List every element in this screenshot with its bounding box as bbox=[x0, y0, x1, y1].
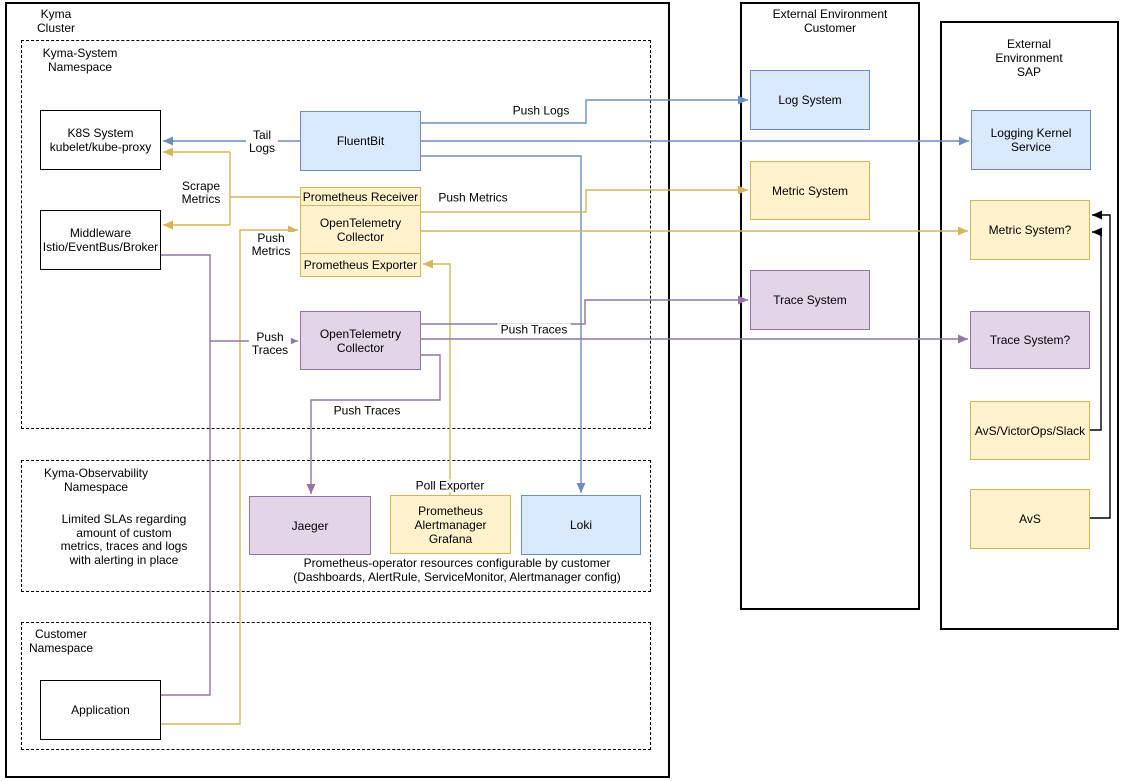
node-trace-system-sap: Trace System? bbox=[970, 311, 1090, 369]
node-avs-victorops-slack: AvS/VictorOps/Slack bbox=[970, 401, 1090, 460]
edge-label-scrape-metrics: Scrape Metrics bbox=[178, 180, 224, 206]
node-loki: Loki bbox=[521, 495, 641, 555]
kyma-cluster-box bbox=[5, 2, 670, 778]
node-avs-victorops-slack-label: AvS/VictorOps/Slack bbox=[974, 423, 1086, 438]
customer-namespace-label: Customer Namespace bbox=[28, 627, 94, 655]
edge-label-push-traces-out: Push Traces bbox=[497, 323, 571, 337]
external-environment-sap-label: External Environment SAP bbox=[995, 37, 1063, 79]
node-prometheus-receiver: Prometheus Receiver bbox=[301, 188, 420, 206]
edge-label-push-metrics-out: Push Metrics bbox=[435, 191, 511, 205]
edge-label-push-metrics-app: Push Metrics bbox=[248, 232, 294, 258]
node-otel-collector-traces-label: OpenTelemetry Collector bbox=[319, 326, 402, 355]
node-metric-system-label: Metric System bbox=[771, 183, 848, 198]
edge-label-push-logs: Push Logs bbox=[509, 104, 573, 118]
node-prometheus-receiver-label: Prometheus Receiver bbox=[302, 189, 419, 204]
node-jaeger-label: Jaeger bbox=[291, 518, 329, 533]
kyma-system-namespace-label: Kyma-System Namespace bbox=[42, 46, 118, 74]
node-prometheus-alertmanager-grafana-label: Prometheus Alertmanager Grafana bbox=[414, 503, 487, 546]
node-otel-collector-metrics-body: OpenTelemetry Collector bbox=[301, 206, 420, 254]
node-otel-collector-metrics-label: OpenTelemetry Collector bbox=[319, 215, 402, 244]
node-metric-system: Metric System bbox=[750, 161, 870, 220]
node-fluentbit-label: FluentBit bbox=[336, 134, 385, 148]
node-prometheus-exporter-label: Prometheus Exporter bbox=[303, 258, 418, 272]
external-environment-sap-box bbox=[940, 21, 1119, 630]
node-logging-kernel-service-label: Logging Kernel Service bbox=[990, 126, 1072, 154]
node-prometheus-alertmanager-grafana: Prometheus Alertmanager Grafana bbox=[390, 495, 511, 554]
kyma-observability-namespace-label: Kyma-Observability Namespace bbox=[43, 466, 149, 494]
node-trace-system-sap-label: Trace System? bbox=[989, 333, 1071, 347]
node-k8s-system: K8S System kubelet/kube-proxy bbox=[40, 110, 161, 170]
node-metric-system-sap-label: Metric System? bbox=[988, 223, 1072, 237]
node-jaeger: Jaeger bbox=[249, 496, 371, 555]
node-avs: AvS bbox=[970, 489, 1090, 549]
customer-namespace-box bbox=[21, 622, 651, 750]
node-log-system-label: Log System bbox=[778, 93, 842, 107]
prometheus-operator-note: Prometheus-operator resources configurab… bbox=[293, 556, 621, 584]
node-logging-kernel-service: Logging Kernel Service bbox=[971, 110, 1091, 170]
node-log-system: Log System bbox=[750, 70, 870, 130]
edge-label-poll-exporter: Poll Exporter bbox=[412, 479, 488, 493]
node-fluentbit: FluentBit bbox=[300, 111, 421, 171]
node-middleware: Middleware Istio/EventBus/Broker bbox=[40, 210, 161, 270]
kyma-cluster-label: Kyma Cluster bbox=[36, 7, 76, 35]
node-trace-system: Trace System bbox=[750, 270, 870, 330]
external-environment-customer-label: External Environment Customer bbox=[772, 7, 888, 35]
node-application-label: Application bbox=[71, 703, 130, 717]
node-application: Application bbox=[40, 680, 161, 740]
node-avs-label: AvS bbox=[1019, 512, 1041, 526]
node-loki-label: Loki bbox=[569, 518, 592, 532]
node-metric-system-sap: Metric System? bbox=[970, 200, 1090, 260]
node-otel-collector-metrics: Prometheus Receiver OpenTelemetry Collec… bbox=[300, 187, 421, 277]
edge-label-push-traces-app: Push Traces bbox=[248, 331, 292, 357]
node-trace-system-label: Trace System bbox=[773, 293, 847, 307]
node-prometheus-exporter: Prometheus Exporter bbox=[301, 254, 420, 276]
node-k8s-system-label: K8S System kubelet/kube-proxy bbox=[49, 126, 152, 154]
limited-slas-note: Limited SLAs regarding amount of custom … bbox=[60, 512, 188, 567]
node-otel-collector-traces: OpenTelemetry Collector bbox=[300, 311, 421, 370]
edge-label-tail-logs: Tail Logs bbox=[245, 129, 279, 155]
edge-label-push-traces-jaeger: Push Traces bbox=[330, 404, 404, 418]
node-middleware-label: Middleware Istio/EventBus/Broker bbox=[42, 226, 159, 254]
